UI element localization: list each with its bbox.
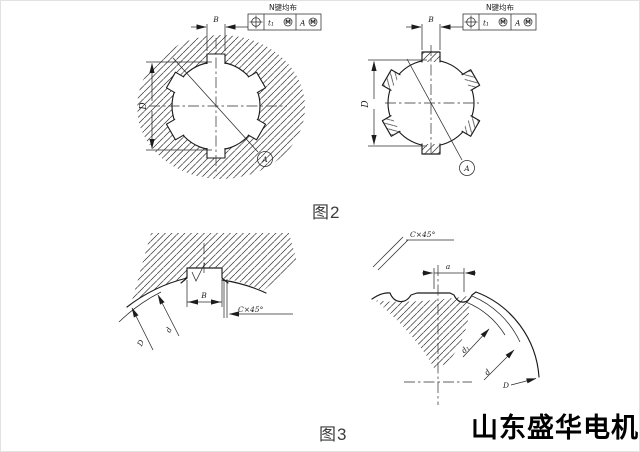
leader-line — [462, 328, 490, 358]
datum-balloon: A — [257, 151, 273, 167]
dim-label-D: D — [361, 100, 371, 108]
bore-and-keyway-outline — [126, 267, 267, 308]
dimension-D: D — [139, 61, 212, 151]
dim-label-B: B — [200, 291, 207, 300]
fcf-datum-ref: A — [514, 19, 521, 28]
chamfer-callout: C×45° — [223, 279, 293, 318]
dim-label-D: D — [135, 338, 146, 348]
fcf-tolerance: t₁ — [483, 19, 489, 28]
surface-finish-icon — [191, 262, 206, 282]
fcf-box — [462, 13, 537, 31]
material-condition-icon: M — [523, 17, 533, 27]
dim-label-D: D — [502, 381, 509, 390]
dimension-B: B — [406, 15, 463, 50]
keyway-notch — [165, 118, 185, 141]
figure3-left-detail: B C×45° D d — [118, 233, 297, 351]
dim-label-d1: d₁ — [459, 343, 471, 355]
dim-label-B: B — [212, 15, 219, 24]
svg-text:M: M — [285, 20, 291, 26]
diameter-leaders: d₁ d D — [459, 328, 537, 390]
position-symbol-icon — [249, 15, 263, 29]
figure2-right-view: A D B N键均布 t₁ — [361, 2, 537, 176]
fcf-box — [247, 13, 322, 31]
leader-line — [157, 294, 180, 337]
dimension-a: a — [422, 262, 476, 292]
position-symbol-icon — [464, 15, 478, 29]
position-tolerance-frame: N键均布 t₁ M A M — [247, 2, 322, 31]
diameter-arc — [471, 295, 521, 343]
position-tolerance-frame: N键均布 t₁ M A M — [462, 2, 537, 31]
figure2-left-view: A D B N键均布 t₁ — [137, 2, 322, 179]
spline-tooth — [381, 69, 401, 91]
datum-balloon: A — [459, 160, 475, 176]
dimension-B: B — [191, 15, 248, 51]
dimension-D: D — [361, 59, 427, 147]
fcf-note: N键均布 — [486, 2, 515, 12]
hatch-region — [375, 296, 470, 368]
spline-tooth — [461, 115, 481, 137]
leader-line — [131, 307, 154, 351]
caption-figure2: 图2 — [312, 203, 341, 222]
dimension-B: B — [186, 280, 223, 307]
diameter-arc — [465, 301, 506, 336]
spline-tooth — [381, 115, 401, 137]
dim-label-D: D — [139, 102, 149, 110]
datum-leader-line — [172, 57, 259, 153]
spline-tooth — [461, 69, 481, 91]
keyway-notch — [247, 118, 267, 141]
keyway-notch — [165, 71, 185, 94]
dim-label-d: d — [164, 326, 174, 334]
chamfer-callout: C×45° — [372, 230, 454, 271]
fcf-tolerance: t₁ — [268, 19, 274, 28]
dim-label-a: a — [446, 262, 450, 271]
keyway-notches — [165, 53, 267, 159]
datum-balloon-circle — [459, 160, 475, 176]
chamfer-label: C×45° — [410, 230, 436, 239]
major-diameter-arc — [118, 291, 162, 323]
svg-text:M: M — [525, 20, 531, 26]
chamfer-edge-line — [372, 236, 404, 268]
tooth-profile-outline — [371, 291, 540, 378]
diameter-leaders: D d — [131, 294, 180, 351]
chamfer-label: C×45° — [238, 305, 264, 314]
dim-label-B: B — [427, 15, 434, 24]
fcf-datum-ref: A — [299, 19, 306, 28]
figure3-right-detail: C×45° a d₁ d D — [371, 230, 540, 405]
material-condition-icon: M — [498, 17, 508, 27]
fcf-note: N键均布 — [269, 2, 298, 12]
datum-balloon-circle — [257, 151, 273, 167]
datum-leader-line — [406, 58, 463, 161]
leader-line — [510, 378, 537, 386]
datum-label: A — [463, 164, 470, 173]
datum-label: A — [261, 155, 268, 164]
svg-text:M: M — [310, 20, 316, 26]
material-condition-icon: M — [283, 17, 293, 27]
caption-figure3: 图3 — [319, 425, 348, 444]
leader-line — [483, 349, 515, 381]
keyway-notch — [247, 71, 267, 94]
chamfer-edge-line — [377, 239, 409, 271]
svg-text:M: M — [500, 20, 506, 26]
company-watermark: 山东盛华电机 — [471, 413, 639, 443]
material-condition-icon: M — [308, 17, 318, 27]
dim-label-d: d — [483, 367, 493, 377]
hatch-region — [131, 233, 297, 304]
